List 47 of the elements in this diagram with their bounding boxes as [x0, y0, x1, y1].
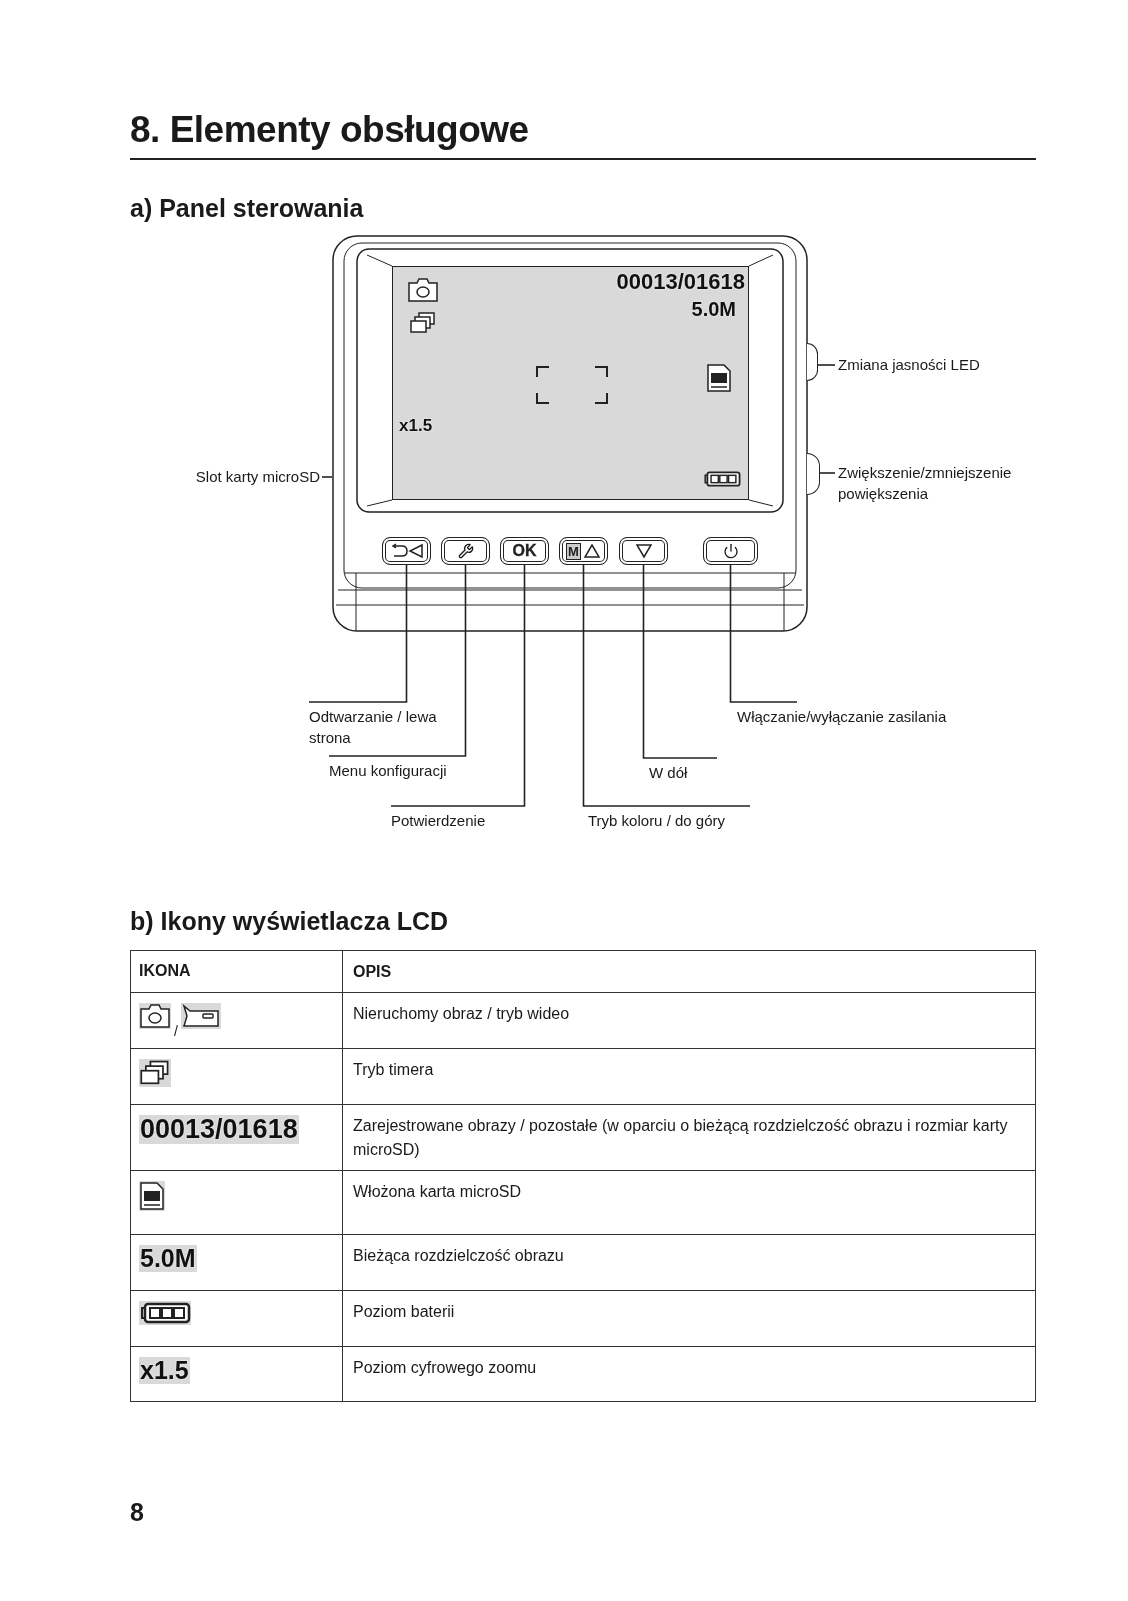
zoom-level-readout: x1.5: [399, 417, 433, 434]
description-text: Nieruchomy obraz / tryb wideo: [353, 1005, 570, 1022]
leader-line: [819, 472, 836, 474]
ok-button: OK: [500, 537, 549, 565]
lcd-readout-sample: x1.5: [139, 1357, 190, 1384]
side-knob: [807, 453, 820, 495]
callout-label: Tryb koloru / do góry: [588, 810, 748, 831]
callout-label: Slot karty microSD: [120, 466, 320, 487]
image-counter-readout: 00013/01618: [616, 271, 745, 293]
separator-slash: /: [174, 1022, 178, 1041]
description-text: Tryb timera: [353, 1061, 434, 1078]
back-button: [382, 537, 431, 565]
callout-label: Zmiana jasności LED: [838, 354, 1038, 375]
settings-button: [441, 537, 490, 565]
camera-body: [332, 235, 808, 632]
leader-line: [817, 364, 836, 366]
column-header: OPIS: [353, 963, 392, 980]
callout-label: Potwierdzenie: [391, 810, 501, 831]
resolution-readout: 5.0M: [691, 299, 736, 319]
description-text: Włożona karta microSD: [353, 1183, 522, 1200]
lcd-readout-sample: 00013/01618: [139, 1115, 299, 1144]
down-button: [619, 537, 668, 565]
leader-line: [328, 564, 467, 757]
description-text: Poziom cyfrowego zoomu: [353, 1359, 537, 1376]
section-heading: b) Ikony wyświetlacza LCD: [130, 906, 449, 936]
leader-line: [321, 476, 333, 478]
callout-label: W dół: [649, 762, 709, 783]
column-header: IKONA: [139, 961, 191, 981]
lcd-readout-sample: 5.0M: [139, 1245, 197, 1272]
callout-label: Odtwarzanie / lewa strona: [309, 706, 449, 748]
mode-up-button: M: [559, 537, 608, 565]
description-text: Bieżąca rozdzielczość obrazu: [353, 1247, 564, 1264]
side-knob: [807, 343, 818, 381]
callout-label: Menu konfiguracji: [329, 760, 463, 781]
description-text: Poziom baterii: [353, 1303, 455, 1320]
leader-line: [729, 564, 798, 703]
callout-label: Włączanie/wyłączanie zasilania: [737, 706, 987, 727]
leader-line: [308, 564, 408, 703]
description-text: Zarejestrowane obrazy / pozostałe (w oparciu o bieżącą rozdzielczość obrazu i rozmiar karty microSD): [353, 1117, 1008, 1158]
page-number: 8: [130, 1497, 144, 1528]
page-title: 8. Elementy obsługowe: [130, 108, 529, 152]
leader-line: [642, 564, 718, 759]
leader-line: [390, 564, 526, 807]
power-button: [703, 537, 758, 565]
callout-label: Zwiększenie/zmniejszenie powiększenia: [838, 462, 1078, 504]
leader-line: [582, 564, 751, 807]
section-heading: a) Panel sterowania: [130, 193, 364, 223]
